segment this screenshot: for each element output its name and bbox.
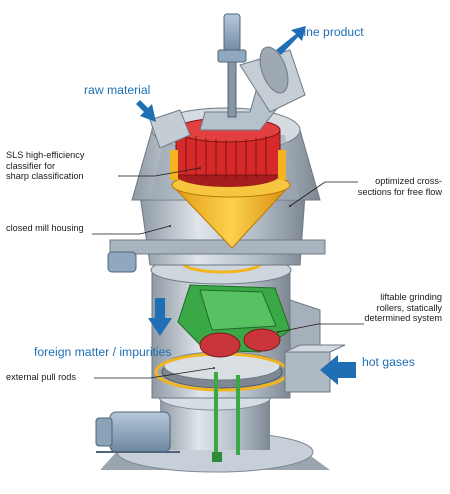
label-sls-classifier: SLS high-efficiency classifier for sharp… <box>6 150 84 182</box>
grinding-rollers <box>177 284 291 462</box>
raw-material-arrow <box>136 100 156 122</box>
label-liftable-grinding-rollers: liftable grinding rollers, statically de… <box>364 292 442 324</box>
label-raw-material: raw material <box>84 83 151 97</box>
drive-motor <box>95 411 180 453</box>
label-optimized-line-1: optimized cross- <box>375 176 442 186</box>
raw-material-chute <box>149 109 191 149</box>
outlet-duct <box>199 46 306 131</box>
label-liftable-line-1: liftable grinding <box>380 292 442 302</box>
label-foreign-matter: foreign matter / impurities <box>34 345 172 359</box>
fine-product-arrow <box>276 26 306 55</box>
label-optimized-cross-sections: optimized cross- sections for free flow <box>358 176 442 197</box>
label-liftable-line-2: rollers, statically <box>376 302 442 313</box>
leader-lines <box>92 167 364 379</box>
label-sls-line-1: SLS high-efficiency <box>6 150 85 160</box>
label-fine-product: fine product <box>300 25 364 39</box>
classifier-motor <box>217 13 247 118</box>
hot-gases-arrow <box>320 355 356 385</box>
flow-arrows <box>136 26 356 385</box>
label-closed-mill-housing: closed mill housing <box>6 223 84 233</box>
label-sls-line-3: sharp classification <box>6 171 84 182</box>
label-liftable-line-3: determined system <box>364 313 442 324</box>
label-hot-gases: hot gases <box>362 355 415 369</box>
hot-gas-duct <box>284 344 346 393</box>
label-sls-line-2: classifier for <box>6 160 56 171</box>
foreign-matter-arrow <box>148 298 172 336</box>
label-external-pull-rods: external pull rods <box>6 372 76 382</box>
label-optimized-line-2: sections for free flow <box>357 186 442 197</box>
